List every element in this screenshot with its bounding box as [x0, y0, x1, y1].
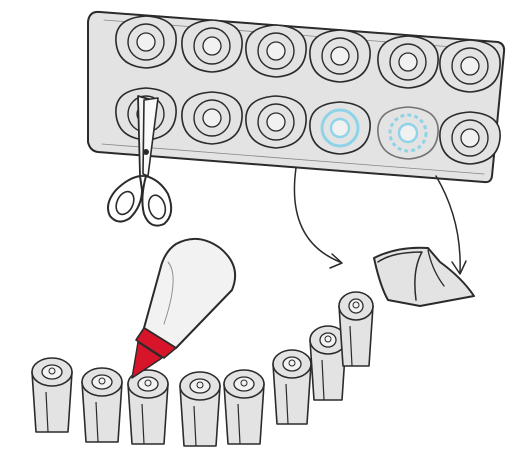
carton-cup: [182, 20, 242, 72]
glue-bottle-body: [144, 239, 235, 348]
spine-segment: [128, 370, 168, 444]
spine-segment: [224, 370, 264, 444]
spine-segment: [82, 368, 122, 442]
spine-segment: [339, 292, 373, 366]
carton-cup: [246, 96, 306, 148]
carton-cup: [310, 30, 370, 82]
carton-cup: [378, 36, 438, 88]
scissors-pivot: [144, 150, 149, 155]
spine-head-piece: [374, 248, 474, 306]
spine-segment: [273, 350, 311, 424]
carton-cup: [182, 92, 242, 144]
carton-cup: [440, 112, 500, 164]
spine-segment: [32, 358, 72, 432]
carton-cup: [440, 40, 500, 92]
arrow-to-spine-left: [294, 168, 340, 262]
highlighted-cup: [378, 107, 438, 159]
curved-arrow-icon: [294, 168, 342, 268]
arrow-to-spine-right: [436, 176, 460, 272]
highlighted-cup: [310, 102, 370, 154]
carton-cup: [246, 25, 306, 77]
glue-bottle-icon: [132, 239, 235, 378]
spine-segment: [180, 372, 220, 446]
carton-cup: [116, 16, 176, 68]
curved-arrow-icon: [436, 176, 466, 274]
